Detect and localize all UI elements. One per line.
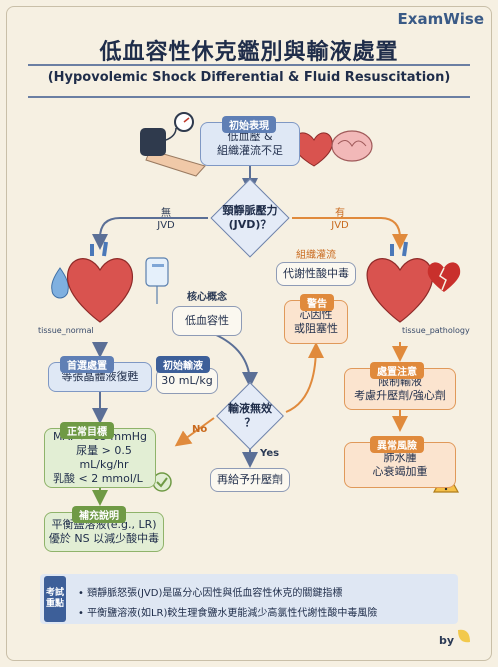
fluid-decision-text: 輸液無效 ？ <box>210 402 290 430</box>
branch-yes-line1: 有 <box>335 208 345 219</box>
normal-targets-tag: 正常目標 <box>60 422 114 439</box>
arrow-decision-no <box>174 417 215 447</box>
acidosis-box: 代謝性酸中毒 <box>276 262 356 286</box>
warning-line1: 心因性 <box>299 308 333 321</box>
title-rule-bottom <box>28 96 470 98</box>
exam-points-panel <box>40 574 458 624</box>
core-concept-tag: 核心概念 <box>187 292 227 303</box>
arrow-jvd-yes <box>292 217 408 250</box>
page-frame <box>6 6 492 661</box>
risk-line2: 心衰竭加重 <box>372 465 428 478</box>
target-urine: 尿量 > 0.5 mL/kg/hr <box>76 444 132 471</box>
arrow-decision-to-warning <box>285 342 324 413</box>
jvd-decision-text: 頸靜脈壓力 (JVD)？ <box>200 204 300 232</box>
vasopressor-box: 再給予升壓劑 <box>210 468 290 492</box>
fluid-decision-no-label: No <box>192 424 208 435</box>
initial-presentation-line1: 低血壓 & <box>227 130 273 143</box>
heart-normal-icon <box>67 241 133 323</box>
brain-icon <box>331 130 373 162</box>
arrow-concept-to-decision <box>213 333 258 388</box>
tissue-pathology-label: tissue_pathology <box>402 326 470 335</box>
core-concept-box: 低血容性 <box>172 306 242 336</box>
page-subtitle: (Hypovolemic Shock Differential & Fluid … <box>47 70 451 85</box>
initial-fluid-tag: 初始輸液 <box>156 356 210 373</box>
fluid-decision-yes-label: Yes <box>260 448 280 459</box>
page-title: 低血容性休克鑑別與輸液處置 <box>99 40 399 65</box>
warning-tag: 警告 <box>300 294 334 311</box>
blood-pressure-cuff-icon <box>140 112 206 177</box>
fluid-decision-line1: 輸液無效 <box>228 402 272 415</box>
branch-yes-jvd-label: 有 JVD <box>320 208 360 232</box>
initial-presentation-line2: 組織灌流不足 <box>217 144 283 157</box>
brand-leaf-icon <box>458 629 470 643</box>
branch-yes-line2: JVD <box>331 220 349 231</box>
vasopressor-text: 再給予升壓劑 <box>217 473 283 486</box>
acidosis-tag: 組織灌流 <box>296 250 336 261</box>
supplement-tag: 補充說明 <box>72 506 126 523</box>
brand-logo: ExamWise <box>397 10 484 28</box>
target-lactate: 乳酸 < 2 mmol/L <box>53 472 143 485</box>
fluid-decision-line2: ？ <box>244 416 256 429</box>
caution-tag: 處置注意 <box>370 362 424 379</box>
jvd-decision-line1: 頸靜脈壓力 <box>222 204 278 217</box>
warning-line2: 或阻塞性 <box>294 322 338 335</box>
risk-line1: 肺水腫 <box>383 451 417 464</box>
broken-heart-icon <box>427 262 461 292</box>
first-line-treatment-tag: 首選處置 <box>60 356 114 373</box>
branch-no-line1: 無 <box>161 208 171 219</box>
first-line-treatment-text: 等張晶體液復甦 <box>61 370 139 383</box>
heart-pathology-icon <box>366 241 433 323</box>
branch-no-jvd-label: 無 JVD <box>146 208 186 232</box>
iv-bag-icon <box>145 257 169 304</box>
branch-no-line2: JVD <box>157 220 175 231</box>
arrow-jvd-no <box>92 217 208 250</box>
by-label: by <box>438 634 454 647</box>
risk-tag: 異常風險 <box>370 436 424 453</box>
acidosis-text: 代謝性酸中毒 <box>283 267 349 280</box>
jvd-decision-line2: (JVD)？ <box>228 218 272 231</box>
initial-presentation-tag: 初始表現 <box>222 116 276 133</box>
title-rule-top <box>28 64 470 66</box>
initial-fluid-text: 30 mL/kg <box>161 374 213 387</box>
exam-point-1: • 頸靜脈怒張(JVD)是區分心因性與低血容性休克的關鍵指標 <box>78 588 343 599</box>
exam-point-2: • 平衡鹽溶液(如LR)較生理食鹽水更能減少高氯性代謝性酸中毒風險 <box>78 608 378 619</box>
water-drop-icon <box>51 267 69 299</box>
exam-points-tag: 考試重點 <box>44 576 66 622</box>
core-concept-text: 低血容性 <box>185 314 229 327</box>
supplement-line2: 優於 NS 以減少酸中毒 <box>48 532 160 545</box>
caution-line2: 考慮升壓劑/強心劑 <box>354 389 446 402</box>
tissue-normal-label: tissue_normal <box>38 326 94 335</box>
